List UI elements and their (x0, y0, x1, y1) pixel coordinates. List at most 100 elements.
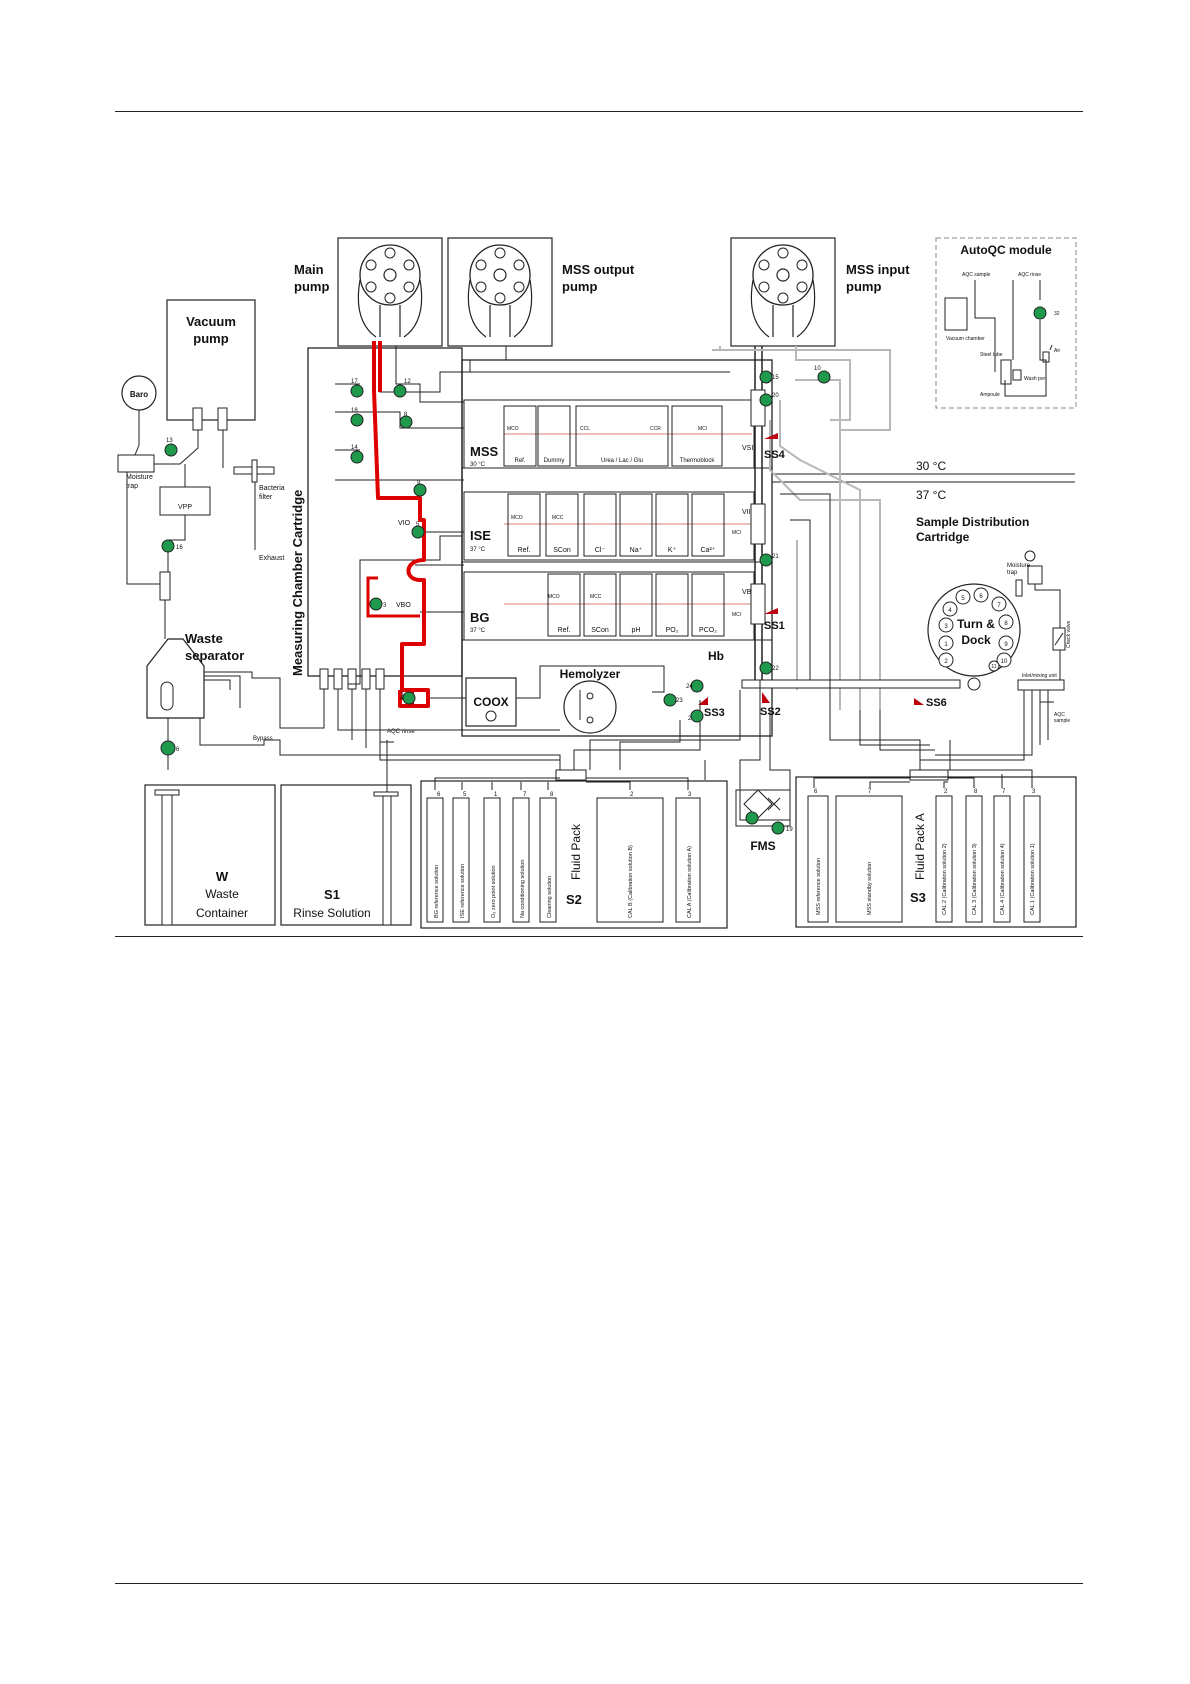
svg-text:Cl⁻: Cl⁻ (595, 547, 606, 554)
svg-text:COOX: COOX (473, 695, 508, 709)
svg-text:Rinse Solution: Rinse Solution (293, 906, 370, 920)
svg-text:Dock: Dock (961, 633, 991, 647)
svg-text:6: 6 (814, 789, 818, 795)
svg-text:FMS: FMS (750, 839, 775, 853)
ise-module: ISE 37 °C Ref. SCon Cl⁻ Na⁺ K⁺ Ca²⁺ MCO … (464, 492, 754, 560)
svg-text:K⁺: K⁺ (668, 547, 677, 554)
svg-text:SS6: SS6 (926, 697, 947, 709)
svg-text:MCI: MCI (732, 530, 741, 536)
fms-unit: FMS (736, 790, 790, 853)
svg-text:14: 14 (351, 445, 358, 451)
svg-text:30 °C: 30 °C (916, 459, 946, 473)
svg-text:AQC rinse: AQC rinse (1018, 272, 1041, 278)
coox-module: COOX (466, 678, 516, 726)
hemolyzer: Hemolyzer (560, 667, 621, 733)
svg-text:trap: trap (126, 483, 138, 490)
svg-text:separator: separator (185, 648, 244, 663)
svg-text:Ca²⁺: Ca²⁺ (701, 547, 716, 554)
moisture-trap: Moisture trap (118, 455, 154, 490)
fluid-pack-a: 6 7 2 8 7 3 MSS reference solution MSS s… (796, 777, 1076, 927)
svg-text:Thermoblock: Thermoblock (680, 458, 716, 464)
svg-text:S1: S1 (324, 887, 340, 902)
svg-text:CAL 3 (Calibration solution 3): CAL 3 (Calibration solution 3) (972, 843, 978, 915)
svg-text:3: 3 (688, 792, 692, 798)
svg-text:30 °C: 30 °C (470, 462, 486, 468)
pinch-valve-numbers: 17 18 14 13 16 12 8 9 5 3 4 1 15 20 10 2… (166, 366, 821, 833)
svg-text:23: 23 (676, 698, 683, 704)
svg-text:Ref.: Ref. (518, 547, 531, 554)
svg-text:Vacuum chamber: Vacuum chamber (946, 336, 985, 342)
vsi-label: VSI (742, 445, 753, 452)
svg-text:SS3: SS3 (704, 707, 725, 719)
svg-text:37 °C: 37 °C (470, 547, 486, 553)
vii-label: VII (742, 509, 751, 516)
svg-text:MCO: MCO (548, 594, 560, 600)
svg-text:Baro: Baro (130, 390, 148, 399)
svg-text:CAL A (Calibration solution A): CAL A (Calibration solution A) (687, 846, 693, 918)
sample-distribution-tubing (712, 346, 890, 710)
svg-text:17: 17 (351, 379, 358, 385)
svg-text:1: 1 (494, 792, 498, 798)
svg-text:W: W (216, 869, 229, 884)
waste-separator: Waste separator (147, 631, 244, 718)
baro-sensor: Baro (122, 376, 156, 410)
svg-text:2: 2 (630, 792, 634, 798)
svg-text:MSS: MSS (470, 444, 499, 459)
svg-text:22: 22 (772, 666, 779, 672)
svg-text:3: 3 (383, 603, 387, 609)
svg-text:filter: filter (259, 494, 273, 501)
svg-text:MCO: MCO (507, 426, 519, 432)
mss-output-pump-label-2: pump (562, 279, 597, 294)
svg-text:Hemolyzer: Hemolyzer (560, 667, 621, 681)
cartridge-tubing (335, 346, 730, 698)
svg-text:10: 10 (1001, 659, 1008, 665)
svg-text:S3: S3 (910, 890, 926, 905)
svg-text:BG reference solution: BG reference solution (434, 865, 440, 918)
svg-text:MCO: MCO (511, 515, 523, 521)
main-pump-label-2: pump (294, 279, 329, 294)
svg-text:CCR: CCR (650, 426, 661, 432)
autoqc-module: AutoQC module AQC sample AQC rinse Vacuu… (936, 238, 1076, 408)
svg-text:Cleaning solution: Cleaning solution (547, 876, 553, 918)
svg-text:16: 16 (176, 545, 183, 551)
svg-text:CAL B (Calibration solution B): CAL B (Calibration solution B) (628, 845, 634, 918)
mss-input-pump-label-1: MSS input (846, 262, 910, 277)
svg-text:24: 24 (686, 684, 693, 690)
svg-text:Ref.: Ref. (558, 627, 571, 634)
svg-text:8: 8 (550, 792, 554, 798)
svg-text:MSS standby solution: MSS standby solution (867, 862, 873, 915)
turn-and-dock: Turn & Dock 2 1 3 4 5 6 7 8 9 10 11 (928, 584, 1020, 676)
svg-text:7: 7 (1002, 789, 1006, 795)
waste-container: W Waste Container (145, 785, 275, 925)
svg-text:Turn &: Turn & (957, 617, 995, 631)
svg-text:MSS reference solution: MSS reference solution (816, 858, 822, 915)
svg-text:S2: S2 (566, 892, 582, 907)
svg-text:11: 11 (991, 664, 996, 670)
svg-text:37 °C: 37 °C (470, 628, 486, 634)
svg-text:21: 21 (772, 554, 779, 560)
moisture-trap-right: Moisture trap Check valve (1007, 551, 1072, 682)
bacteria-filter: Bacteria filter Exhaust (234, 460, 285, 562)
mss-output-pump-label-1: MSS output (562, 262, 635, 277)
svg-text:18: 18 (351, 408, 358, 414)
svg-text:SCon: SCon (591, 627, 609, 634)
svg-text:CCL: CCL (580, 426, 590, 432)
vpp: VPP (160, 487, 210, 515)
svg-text:Check valve: Check valve (1066, 621, 1072, 648)
rinse-container: S1 Rinse Solution (281, 785, 411, 925)
svg-text:Waste: Waste (205, 887, 239, 901)
svg-text:MCC: MCC (552, 515, 564, 521)
bg-module: BG 37 °C Ref. SCon pH PO₂ PCO₂ MCO MCC M… (464, 572, 754, 640)
mss-input-pump: MSS input pump (731, 238, 910, 346)
svg-text:ISE: ISE (470, 528, 491, 543)
svg-text:37 °C: 37 °C (916, 488, 946, 502)
svg-text:MCI: MCI (732, 612, 741, 618)
svg-text:sample: sample (1054, 718, 1070, 724)
svg-text:Na⁺: Na⁺ (630, 547, 643, 554)
svg-text:Moisture: Moisture (1007, 563, 1031, 569)
svg-text:SCon: SCon (553, 547, 571, 554)
svg-text:2: 2 (944, 789, 948, 795)
svg-text:AutoQC module: AutoQC module (960, 243, 1052, 257)
svg-text:15: 15 (772, 375, 779, 381)
